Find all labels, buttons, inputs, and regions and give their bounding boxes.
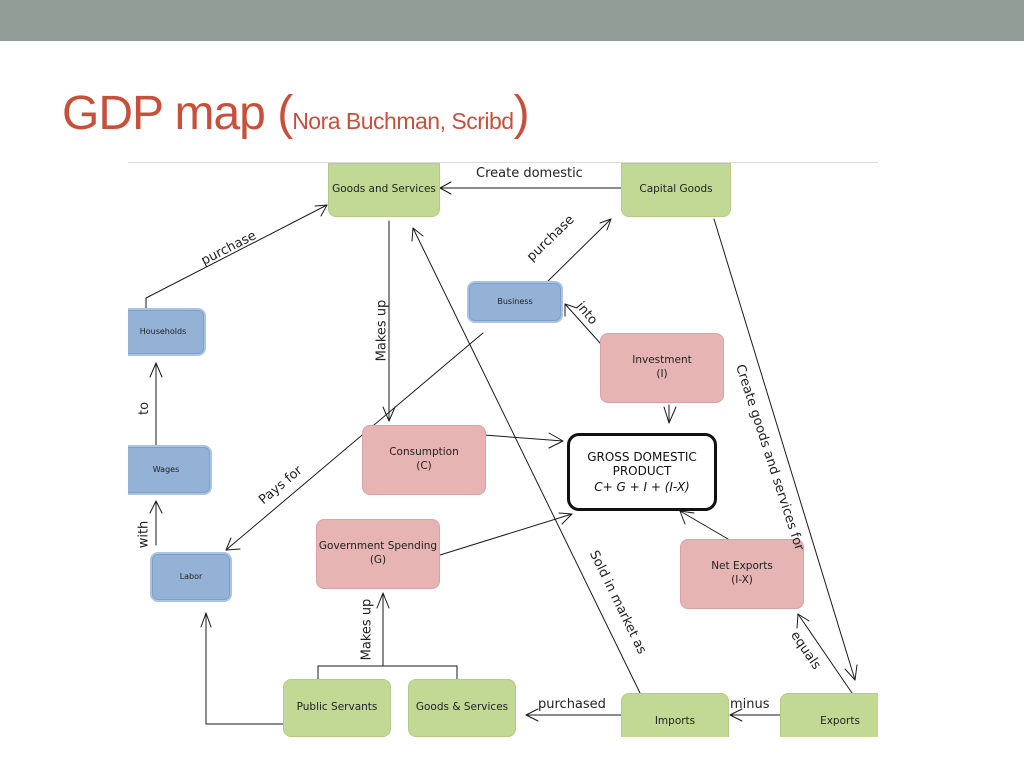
node-consumption: Consumption (C) [362, 425, 486, 495]
node-public-servants: Public Servants [283, 679, 391, 737]
label-makes-up-bottom: Makes up [359, 598, 375, 661]
edge-business-to-capital [545, 218, 612, 284]
gdp-concept-map: Goods and Services Capital Goods Busines… [128, 162, 878, 737]
title-source: Nora Buchman, Scribd [292, 108, 514, 134]
node-investment: Investment (I) [600, 333, 724, 403]
node-business-label: Business [497, 296, 533, 306]
node-government-spending: Government Spending (G) [316, 519, 440, 589]
node-government-spending-symbol: (G) [369, 554, 387, 566]
label-purchased: purchased [538, 697, 606, 712]
slide-title: GDP map (Nora Buchman, Scribd) [62, 86, 530, 141]
edge-capital-to-exports [713, 218, 856, 681]
node-imports: Imports [621, 693, 729, 737]
title-close: ) [513, 87, 530, 140]
node-labor: Labor [150, 552, 232, 602]
edge-exports-to-netexports [797, 613, 853, 694]
edge-business-to-labor [225, 332, 484, 551]
node-capital-goods-label: Capital Goods [639, 183, 713, 196]
node-government-spending-label: Government Spending [318, 540, 438, 553]
edge-investment-to-business [564, 303, 601, 344]
node-gdp-formula: C+ G + I + (I-X) [594, 480, 690, 494]
edge-gov-to-gdp [439, 513, 573, 556]
edge-netexports-to-gdp [679, 510, 729, 540]
label-makes-up-top: Makes up [374, 299, 390, 362]
edge-households-to-goods [145, 204, 328, 309]
node-investment-symbol: (I) [656, 368, 668, 380]
label-to: to [137, 401, 153, 416]
top-bar [0, 0, 1024, 41]
node-labor-label: Labor [179, 571, 203, 581]
node-households-label: Households [139, 326, 187, 336]
node-exports: Exports [780, 693, 878, 737]
label-minus: minus [730, 697, 770, 712]
node-net-exports-label: Net Exports [711, 560, 773, 573]
node-public-servants-label: Public Servants [296, 701, 378, 714]
label-with: with [136, 520, 152, 549]
node-business: Business [467, 281, 563, 323]
node-exports-label: Exports [820, 715, 860, 728]
node-gdp-title: GROSS DOMESTIC PRODUCT [587, 450, 697, 478]
node-gdp: GROSS DOMESTIC PRODUCT C+ G + I + (I-X) [567, 433, 717, 511]
node-consumption-label: Consumption [389, 446, 459, 459]
diagram-connectors [145, 181, 858, 725]
node-capital-goods: Capital Goods [621, 163, 731, 217]
title-main: GDP map ( [62, 87, 293, 140]
node-goods-and-services-label: Goods and Services [332, 183, 436, 196]
node-goods-services-amp: Goods & Services [408, 679, 516, 737]
edge-imports-to-goods [412, 227, 641, 694]
node-net-exports-symbol: (I-X) [731, 574, 753, 586]
node-households: Households [128, 308, 206, 356]
node-wages-label: Wages [152, 464, 180, 474]
label-create-domestic: Create domestic [476, 166, 583, 181]
node-goods-and-services: Goods and Services [328, 163, 440, 217]
node-consumption-symbol: (C) [416, 460, 432, 472]
node-imports-label: Imports [654, 715, 696, 728]
node-investment-label: Investment [632, 354, 692, 367]
edge-publicservants-to-labor [205, 612, 284, 725]
edge-bracket-to-gov [317, 592, 458, 694]
node-net-exports: Net Exports (I-X) [680, 539, 804, 609]
node-goods-services-amp-label: Goods & Services [415, 701, 509, 714]
edge-consumption-to-gdp [483, 434, 564, 442]
node-wages: Wages [128, 445, 212, 495]
